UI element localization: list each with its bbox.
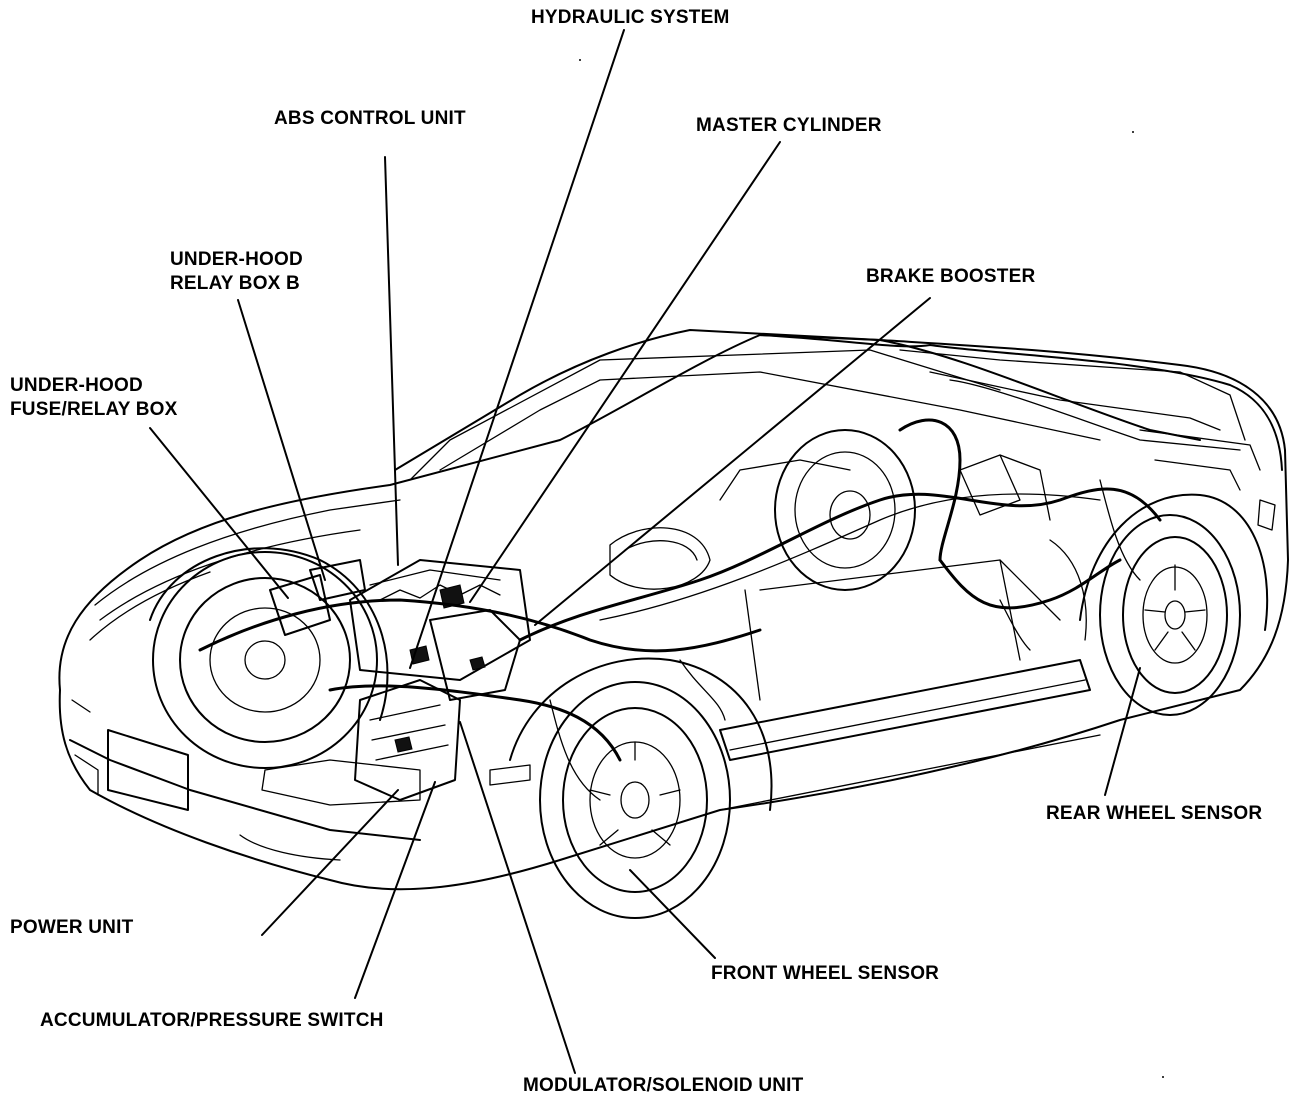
car-body: [58, 329, 1289, 891]
abs-control-unit-leader: [384, 156, 399, 566]
fuse-relay-box-leader: [149, 427, 289, 599]
accumulator-leader: [354, 781, 436, 999]
steering-wheel: [774, 429, 916, 591]
leader-lines: [149, 29, 1141, 1074]
label-accumulator-pressure-switch: ACCUMULATOR/PRESSURE SWITCH: [40, 1010, 384, 1031]
label-hydraulic-system: HYDRAULIC SYSTEM: [531, 7, 730, 28]
brake-lines: [198, 379, 1241, 801]
rear-wheel-sensor-leader: [1104, 667, 1141, 796]
label-power-unit: POWER UNIT: [10, 917, 134, 938]
label-rear-wheel-sensor: REAR WHEEL SENSOR: [1046, 803, 1263, 824]
label-front-wheel-sensor: FRONT WHEEL SENSOR: [711, 963, 940, 984]
brake-booster-leader: [534, 297, 931, 626]
front-left-wheel: [152, 551, 378, 769]
modulator-leader: [459, 721, 576, 1074]
label-modulator-solenoid-unit: MODULATOR/SOLENOID UNIT: [523, 1075, 804, 1096]
power-unit-leader: [261, 789, 399, 936]
label-master-cylinder: MASTER CYLINDER: [696, 115, 882, 136]
label-relay-box-b: UNDER-HOOD RELAY BOX B: [170, 249, 303, 294]
engine-bay: [269, 559, 531, 801]
label-brake-booster: BRAKE BOOSTER: [866, 266, 1036, 287]
rear-wheel: [1099, 514, 1241, 716]
label-fuse-relay-box: UNDER-HOOD FUSE/RELAY BOX: [10, 375, 178, 420]
front-right-wheel: [539, 681, 731, 919]
scan-specks: [579, 59, 1164, 1078]
relay-box-b-leader: [237, 299, 326, 581]
hydraulic-system-leader: [409, 29, 625, 669]
master-cylinder-leader: [469, 141, 781, 603]
label-abs-control-unit: ABS CONTROL UNIT: [274, 108, 466, 129]
front-wheel-sensor-leader: [629, 869, 716, 959]
